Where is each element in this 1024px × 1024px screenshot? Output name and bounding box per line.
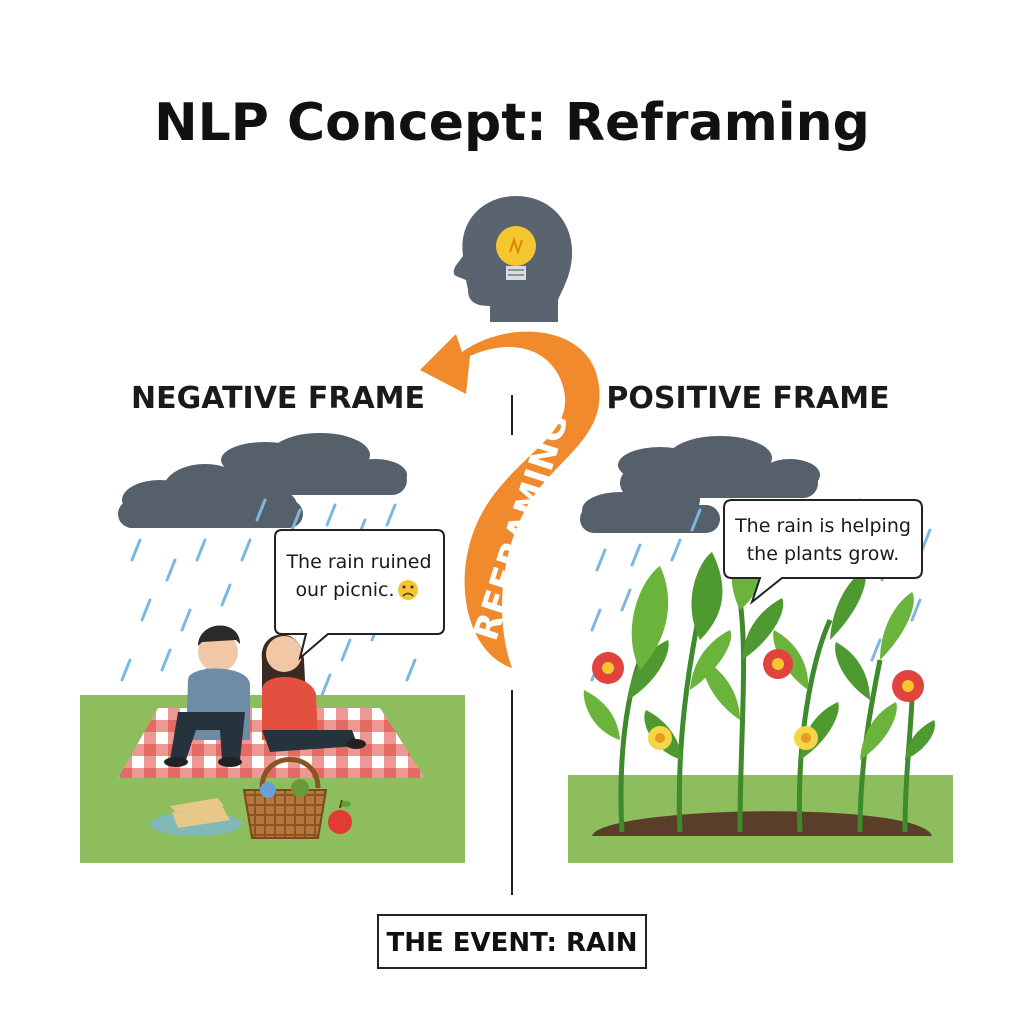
flower-icon	[592, 649, 924, 750]
soil-bed	[592, 811, 932, 836]
rain-cloud-icon	[118, 433, 407, 528]
rain-cloud-icon	[580, 436, 820, 533]
negative-speech-bubble: The rain ruined our picnic.	[274, 529, 445, 661]
picnic-basket-icon	[242, 757, 328, 839]
positive-speech-line2: the plants grow.	[747, 543, 900, 565]
head-lightbulb-icon	[453, 196, 573, 322]
apple-icon	[328, 799, 352, 834]
negative-speech-line1: The rain ruined	[285, 551, 431, 573]
negative-frame-label: NEGATIVE FRAME	[131, 381, 425, 416]
plant-leaves	[583, 524, 935, 760]
sandwich-icon	[150, 798, 242, 836]
reframing-arrow: REFRAMING	[420, 331, 600, 668]
event-box: THE EVENT: RAIN	[377, 914, 647, 969]
positive-frame-label: POSITIVE FRAME	[606, 381, 889, 416]
woman-figure	[261, 634, 366, 752]
positive-speech-line1: The rain is helping	[734, 515, 911, 537]
negative-scene: The rain ruined our picnic.	[80, 433, 465, 863]
event-label: THE EVENT: RAIN	[386, 928, 637, 958]
page-title: NLP Concept: Reframing	[154, 93, 870, 153]
positive-scene: The rain is helping the plants grow.	[568, 436, 953, 863]
positive-speech-bubble: The rain is helping the plants grow.	[723, 499, 923, 605]
man-figure	[164, 625, 250, 767]
sad-face-icon	[398, 580, 418, 600]
negative-speech-line2: our picnic.	[295, 579, 394, 601]
